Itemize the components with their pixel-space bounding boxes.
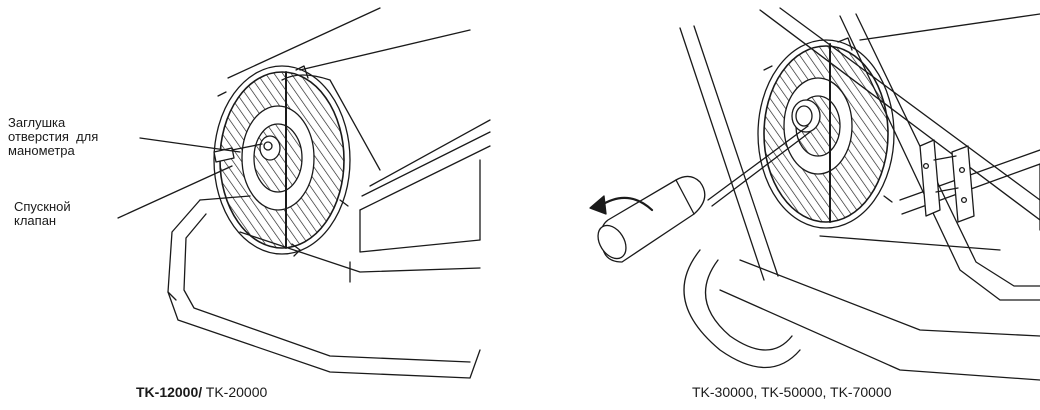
right-heater-drawing bbox=[589, 7, 1040, 381]
gauge-plug-label-line3: манометра bbox=[8, 143, 75, 158]
drain-valve-label-line2: клапан bbox=[14, 213, 57, 228]
drain-valve-label-line1: Спускной bbox=[14, 199, 71, 214]
left-figure-caption: TK-12000/ TK-20000 bbox=[136, 384, 267, 400]
left-caption-regular: TK-20000 bbox=[202, 384, 268, 400]
left-caption-bold: TK-12000/ bbox=[136, 384, 203, 400]
left-heater-drawing bbox=[117, 7, 491, 379]
gauge-plug-label-line2: отверстия для bbox=[8, 129, 99, 144]
right-figure-caption: TK-30000, TK-50000, TK-70000 bbox=[692, 384, 892, 400]
gauge-plug-label-line1: Заглушка bbox=[8, 115, 66, 130]
